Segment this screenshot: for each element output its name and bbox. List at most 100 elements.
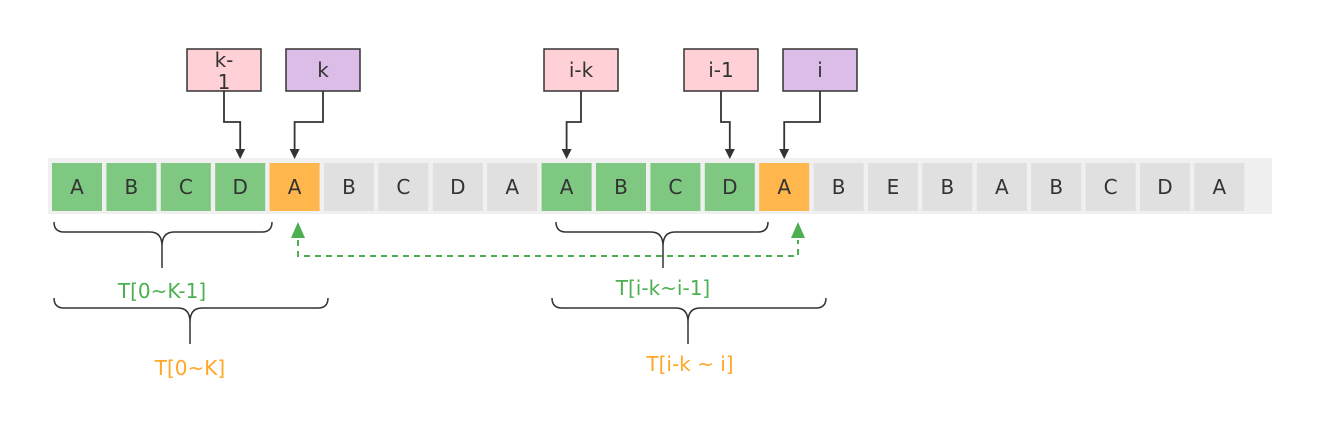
pointer-label: k — [317, 58, 329, 82]
cell-box — [1031, 163, 1082, 211]
pointer-label: i-k — [569, 58, 594, 82]
string-cell: D — [432, 163, 483, 211]
cell-char: D — [450, 175, 465, 199]
brace-prefix-match — [53, 221, 273, 268]
pointer-0: k-1 — [186, 48, 262, 159]
string-cell: A — [1194, 163, 1245, 211]
pointer-box — [285, 48, 361, 92]
cell-char: B — [832, 175, 846, 199]
cell-box — [650, 163, 701, 211]
cell-char: A — [505, 175, 519, 199]
cell-box — [52, 163, 102, 211]
cell-box — [1085, 163, 1136, 211]
string-cell: A — [541, 163, 592, 211]
pointer-3: i-1 — [683, 48, 759, 159]
cell-char: C — [668, 175, 682, 199]
cell-box — [759, 163, 810, 211]
string-cell: B — [922, 163, 973, 211]
cell-char: B — [1049, 175, 1063, 199]
string-cell: A — [269, 163, 320, 211]
cell-box — [541, 163, 592, 211]
cell-box — [868, 163, 918, 211]
pointer-label: i-1 — [708, 58, 734, 82]
cell-char: B — [125, 175, 139, 199]
cell-char: B — [614, 175, 628, 199]
cell-box — [1194, 163, 1245, 211]
cell-box — [1140, 163, 1190, 211]
brace-prefix-full — [53, 297, 329, 344]
string-cell: A — [52, 163, 102, 211]
string-cell: C — [650, 163, 701, 211]
cell-box — [215, 163, 266, 211]
string-cell: A — [976, 163, 1027, 211]
cell-char: A — [560, 175, 574, 199]
string-cell: C — [378, 163, 429, 211]
string-cell: B — [324, 163, 374, 211]
pointer-2: i-k — [543, 48, 619, 159]
cell-char: D — [1157, 175, 1172, 199]
label-suffix-full: T[i-k ~ i] — [645, 352, 733, 376]
brace-suffix-full — [551, 297, 827, 344]
cell-char: C — [179, 175, 193, 199]
pointer-box — [543, 48, 619, 92]
cell-box — [596, 163, 646, 211]
cell-char: B — [342, 175, 356, 199]
pointer-label: i — [817, 58, 823, 82]
pointers: k-1 k i-k i-1 i — [186, 48, 858, 159]
string-cell: B — [1031, 163, 1082, 211]
pointer-label: k-1 — [215, 48, 234, 94]
compare-connector — [297, 240, 799, 257]
string-cell: D — [215, 163, 266, 211]
pointer-4: i — [779, 48, 858, 159]
cell-char: C — [1104, 175, 1118, 199]
cell-box — [160, 163, 211, 211]
pointer-arrow — [223, 91, 246, 159]
cell-box — [922, 163, 973, 211]
cell-box — [378, 163, 429, 211]
string-cell: B — [813, 163, 864, 211]
pointer-arrow — [720, 91, 735, 159]
cell-char: C — [396, 175, 410, 199]
pointer-1: k — [285, 48, 361, 159]
pointer-box — [186, 48, 262, 92]
string-cell: E — [868, 163, 918, 211]
string-cell: A — [487, 163, 538, 211]
cell-box — [704, 163, 755, 211]
cell-char: E — [887, 175, 900, 199]
brace-suffix-match — [555, 221, 769, 268]
cell-char: D — [232, 175, 247, 199]
cell-char: A — [288, 175, 302, 199]
string-cell: D — [1140, 163, 1190, 211]
string-cell: C — [160, 163, 211, 211]
pointer-arrow — [779, 91, 821, 159]
cell-box — [487, 163, 538, 211]
pointer-arrow — [561, 91, 582, 159]
cell-char: B — [941, 175, 955, 199]
cell-char: A — [777, 175, 791, 199]
compare-arrowhead-right — [791, 222, 805, 238]
cell-char: A — [70, 175, 84, 199]
cell-char: D — [722, 175, 737, 199]
string-cell: D — [704, 163, 755, 211]
string-cell: A — [759, 163, 810, 211]
pointer-box — [683, 48, 759, 92]
label-prefix-match: T[0~K-1] — [117, 279, 206, 303]
cell-box — [432, 163, 483, 211]
label-prefix-full: T[0~K] — [154, 356, 225, 380]
pointer-box — [782, 48, 858, 92]
cell-box — [106, 163, 157, 211]
cell-box — [976, 163, 1027, 211]
string-cell: B — [106, 163, 157, 211]
compare-arrowhead-left — [291, 222, 305, 238]
cell-char: A — [995, 175, 1009, 199]
cell-char: A — [1213, 175, 1227, 199]
cell-box — [813, 163, 864, 211]
cell-box — [269, 163, 320, 211]
string-cell: B — [596, 163, 646, 211]
string-cell: C — [1085, 163, 1136, 211]
cell-box — [324, 163, 374, 211]
pointer-arrow — [289, 91, 324, 159]
label-suffix-match: T[i-k~i-1] — [615, 276, 710, 300]
